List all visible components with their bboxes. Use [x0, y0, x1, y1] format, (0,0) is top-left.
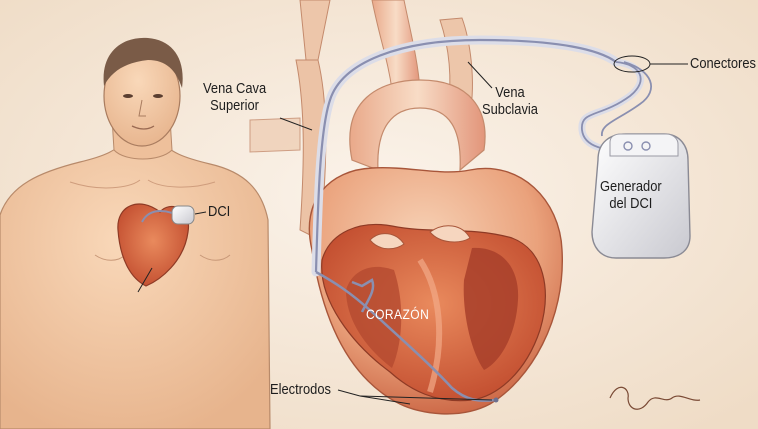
chest-dci-device — [172, 206, 194, 224]
label-electrodos: Electrodos — [270, 381, 331, 398]
label-vena-subclavia: Vena Subclavia — [482, 84, 538, 118]
label-conectores: Conectores — [690, 55, 756, 72]
label-generador-del-dci: Generador del DCI — [600, 178, 662, 212]
label-dci: DCI — [208, 203, 230, 220]
label-corazon: CORAZÓN — [366, 306, 429, 323]
label-vena-cava-superior: Vena Cava Superior — [203, 80, 266, 114]
